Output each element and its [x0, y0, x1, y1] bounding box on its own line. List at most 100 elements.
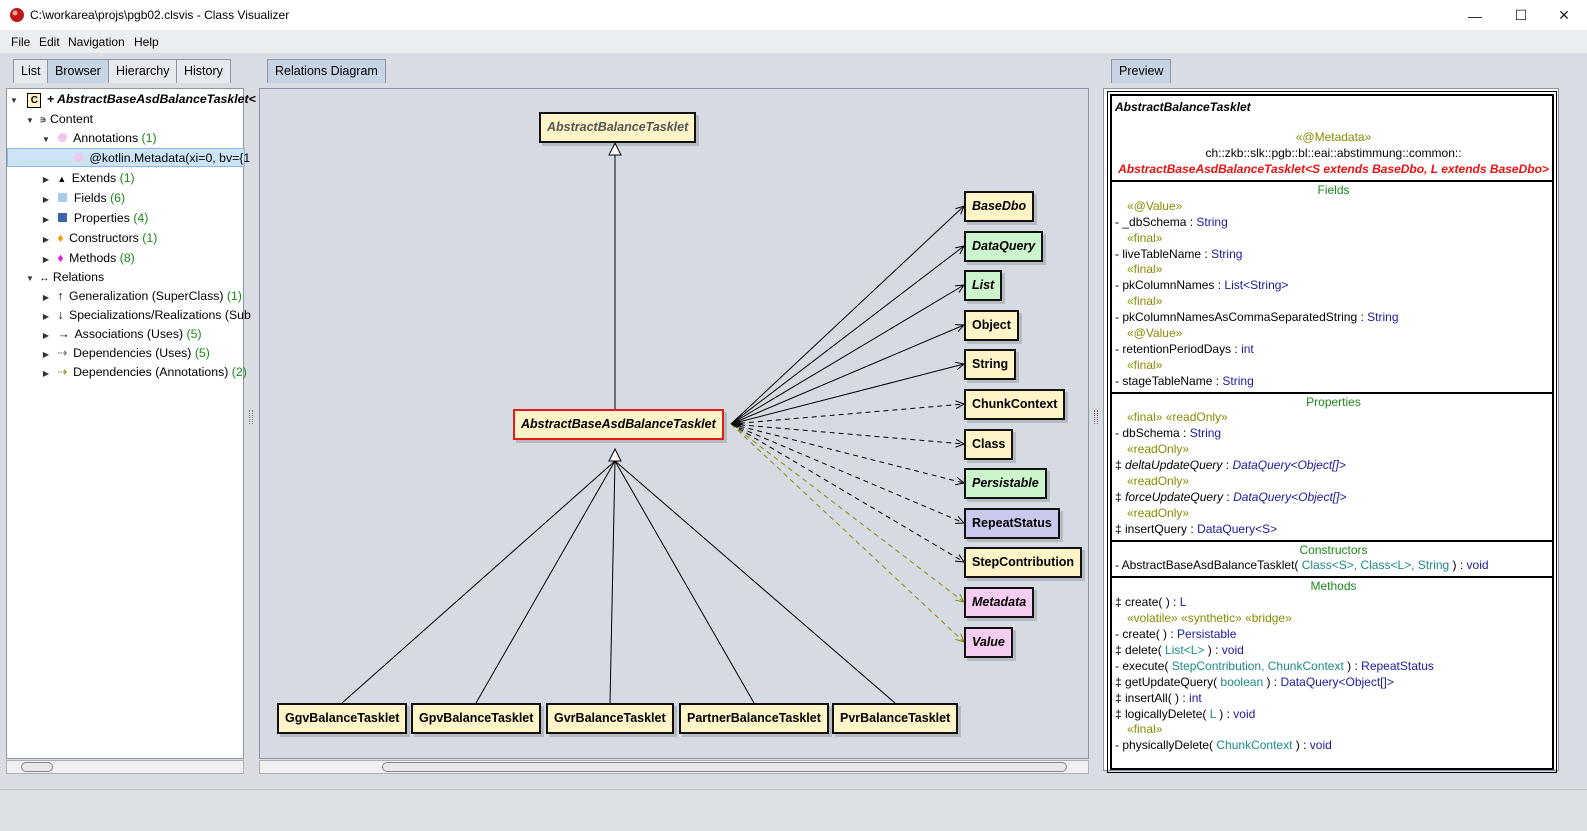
tree-methods[interactable]: ▶ ♦ Methods (8)	[40, 249, 135, 268]
tree-relations[interactable]: ▼ ↔ Relations	[24, 268, 104, 287]
splitter-right[interactable]	[1094, 410, 1098, 424]
expand-icon[interactable]: ▶	[42, 195, 50, 204]
node-list[interactable]: List	[964, 270, 1003, 301]
visibility: -	[1115, 246, 1123, 261]
tree-root[interactable]: ▼ C + AbstractBaseAsdBalanceTasklet<	[8, 90, 256, 109]
node-stepcontribution[interactable]: StepContribution	[964, 547, 1083, 578]
tab-list[interactable]: List	[13, 59, 49, 83]
tree-generalization[interactable]: ▶ ↑ Generalization (SuperClass) (1)	[40, 287, 242, 306]
tab-hierarchy[interactable]: Hierarchy	[108, 59, 178, 83]
node-chunkcontext[interactable]: ChunkContext	[964, 389, 1066, 420]
tab-history[interactable]: History	[176, 59, 231, 83]
node-dataquery[interactable]: DataQuery	[964, 231, 1044, 262]
node-string[interactable]: String	[964, 349, 1017, 380]
tree-properties[interactable]: ▶ Properties (4)	[40, 209, 148, 228]
tree-associations[interactable]: ▶ → Associations (Uses) (5)	[40, 325, 202, 344]
node-subclass-ggvbalancetasklet[interactable]: GgvBalanceTasklet	[277, 703, 408, 734]
expand-icon[interactable]: ▶	[42, 350, 50, 359]
node-repeatstatus[interactable]: RepeatStatus	[964, 508, 1060, 539]
minimize-button[interactable]: —	[1468, 7, 1482, 24]
scroll-thumb[interactable]	[21, 762, 53, 772]
stereotype-line: «final»	[1112, 231, 1552, 247]
stereotype-line: «final» «readOnly»	[1112, 410, 1552, 426]
node-metadata[interactable]: Metadata	[964, 587, 1035, 618]
tree-fields[interactable]: ▶ Fields (6)	[40, 189, 125, 208]
tree-dependencies[interactable]: ▶ ⇢ Dependencies (Uses) (5)	[40, 344, 210, 363]
diagram-hscrollbar[interactable]	[259, 760, 1089, 774]
menu-edit[interactable]: Edit	[39, 35, 60, 49]
tree-specializations[interactable]: ▶ ↓ Specializations/Realizations (Sub	[40, 306, 251, 325]
collapse-icon[interactable]: ▼	[42, 135, 50, 144]
node-subclass-pvrbalancetasklet[interactable]: PvrBalanceTasklet	[832, 703, 959, 734]
expand-icon[interactable]: ▶	[42, 293, 50, 302]
node-class[interactable]: Class	[964, 429, 1014, 460]
generalization-arrowhead	[608, 141, 622, 156]
expand-icon[interactable]: ▶	[42, 331, 50, 340]
maximize-button[interactable]: ☐	[1514, 7, 1528, 23]
expand-icon[interactable]: ▶	[42, 235, 50, 244]
member-separator: :	[1222, 458, 1233, 473]
node-value[interactable]: Value	[964, 627, 1013, 658]
close-button[interactable]: ✕	[1558, 7, 1570, 23]
menu-file[interactable]: File	[11, 35, 31, 49]
scroll-thumb[interactable]	[382, 762, 1067, 772]
expand-icon[interactable]: ▶	[42, 312, 50, 321]
relations-diagram[interactable]: AbstractBalanceTasklet AbstractBaseAsdBa…	[259, 88, 1089, 759]
dashed-arrow-icon: ⇢	[57, 346, 68, 360]
tree-hscrollbar[interactable]	[6, 760, 244, 774]
stereotype-line: «@Value»	[1112, 199, 1552, 215]
tree-annotations-label: Annotations	[73, 131, 139, 145]
member-separator: :	[1186, 214, 1197, 229]
visibility: ‡	[1115, 521, 1126, 536]
member-name: AbstractBaseAsdBalanceTasklet(	[1121, 558, 1302, 573]
specialization-edge	[341, 460, 616, 704]
node-superclass[interactable]: AbstractBalanceTasklet	[539, 112, 697, 143]
tree-content[interactable]: ▼ ∍ Content	[24, 110, 93, 129]
app-icon	[10, 8, 24, 22]
node-subclass-gvrbalancetasklet[interactable]: GvrBalanceTasklet	[546, 703, 674, 734]
member-name: insertQuery	[1125, 521, 1188, 536]
member-line: ‡ deltaUpdateQuery : DataQuery<Object[]>	[1112, 458, 1552, 474]
tree-dep-annotations[interactable]: ▶ ⇢ Dependencies (Annotations) (2)	[40, 363, 247, 382]
relation-edge	[730, 324, 965, 425]
expand-icon[interactable]: ▶	[42, 215, 50, 224]
specialization-edge	[475, 460, 616, 704]
collapse-icon[interactable]: ▼	[26, 116, 34, 125]
node-persistable[interactable]: Persistable	[964, 468, 1047, 499]
tab-preview[interactable]: Preview	[1111, 59, 1172, 83]
splitter-left[interactable]	[249, 410, 253, 424]
tree-extends[interactable]: ▶ ▲ Extends (1)	[40, 169, 135, 188]
tree-constructors[interactable]: ▶ ♦ Constructors (1)	[40, 229, 157, 248]
package-name: ch::zkb::slk::pgb::bl::eai::abstimmung::…	[1205, 145, 1462, 160]
method-icon: ♦	[57, 251, 64, 265]
relation-edge	[730, 363, 965, 425]
menu-help[interactable]: Help	[134, 35, 159, 49]
member-line: - retentionPeriodDays : int	[1112, 342, 1552, 358]
fields-count: (6)	[110, 191, 126, 205]
node-center[interactable]: AbstractBaseAsdBalanceTasklet	[513, 409, 724, 440]
annotation-icon	[74, 153, 83, 162]
tree-metadata[interactable]: @kotlin.Metadata(xi=0, bv={1	[7, 148, 250, 167]
expand-icon[interactable]: ▶	[42, 175, 50, 184]
tree-content-label: Content	[50, 112, 94, 126]
browser-tree[interactable]: ▼ C + AbstractBaseAsdBalanceTasklet< ▼ ∍…	[6, 88, 256, 759]
member-line: ‡ delete( List<L> ) : void	[1112, 643, 1552, 659]
member-type: Persistable	[1177, 627, 1237, 642]
node-object[interactable]: Object	[964, 310, 1019, 341]
tree-annotations[interactable]: ▼ Annotations (1)	[40, 129, 157, 148]
menu-navigation[interactable]: Navigation	[68, 35, 125, 49]
member-line: - stageTableName : String	[1112, 374, 1552, 390]
expand-icon[interactable]: ▶	[42, 369, 50, 378]
node-basedbo[interactable]: BaseDbo	[964, 191, 1035, 222]
tab-relations-diagram[interactable]: Relations Diagram	[267, 59, 386, 83]
node-subclass-partnerbalancetasklet[interactable]: PartnerBalanceTasklet	[679, 703, 829, 734]
collapse-icon[interactable]: ▼	[26, 274, 34, 283]
member-type: void	[1233, 706, 1256, 721]
tab-browser[interactable]: Browser	[47, 59, 109, 83]
expand-icon[interactable]: ▶	[42, 255, 50, 264]
collapse-icon[interactable]: ▼	[10, 96, 18, 105]
node-subclass-gpvbalancetasklet[interactable]: GpvBalanceTasklet	[411, 703, 542, 734]
member-name: delete(	[1125, 642, 1166, 657]
specialization-arrowhead	[608, 447, 622, 462]
extends-count: (1)	[119, 171, 135, 185]
